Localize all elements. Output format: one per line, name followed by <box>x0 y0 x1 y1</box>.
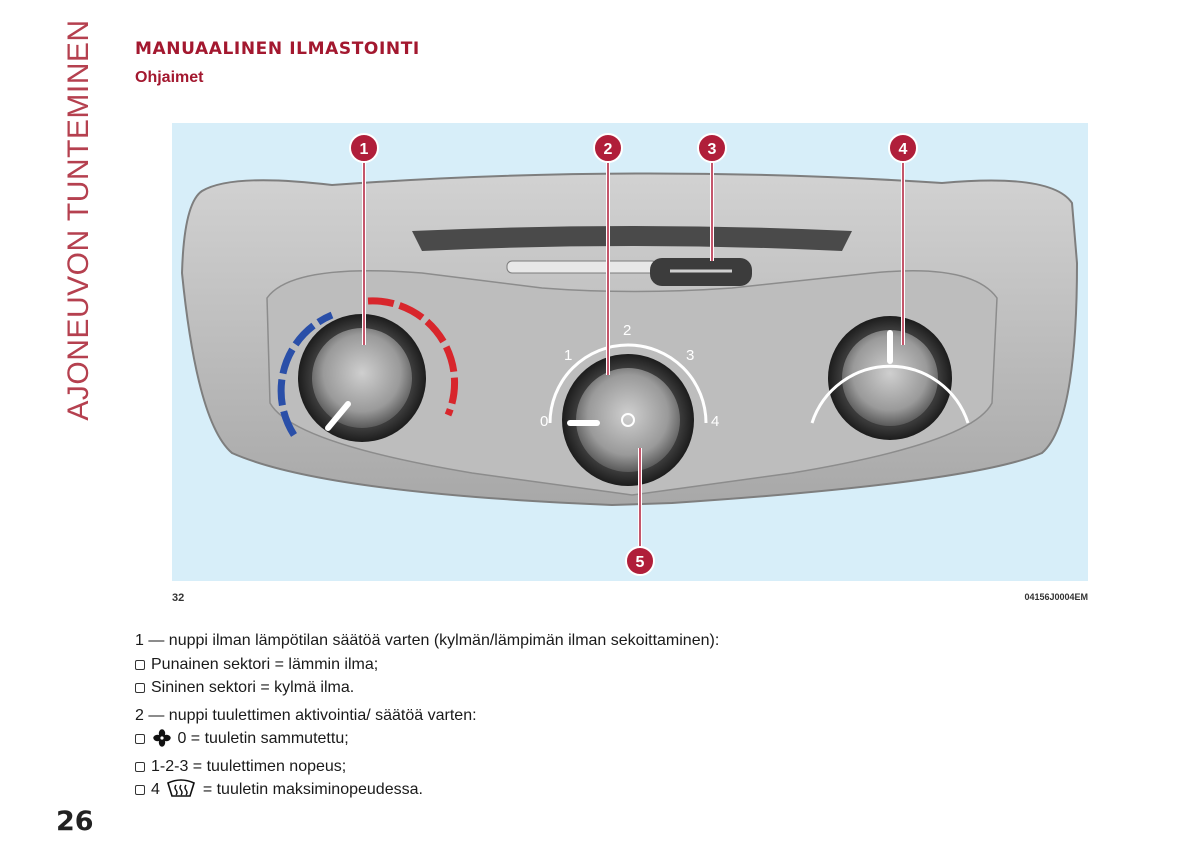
callout-3-label: 3 <box>708 141 717 158</box>
callout-4 <box>888 133 918 163</box>
list-item: Punainen sektori = lämmin ilma; <box>135 653 1035 677</box>
callout-1 <box>349 133 379 163</box>
side-tab-label: AJONEUVON TUNTEMINEN <box>62 19 95 421</box>
callout-5 <box>625 546 655 576</box>
fan-icon <box>153 729 171 755</box>
side-tab: AJONEUVON TUNTEMINEN <box>44 19 114 420</box>
climate-control-figure: 0 1 2 3 4 1 2 3 4 <box>172 123 1088 581</box>
item-1-heading: 1 — nuppi ilman lämpötilan säätöä varten… <box>135 632 720 649</box>
callout-5-label: 5 <box>636 554 645 571</box>
subsection-title: Ohjaimet <box>135 69 204 86</box>
callout-4-label: 4 <box>899 141 908 158</box>
vent-slot <box>412 226 852 251</box>
fan-scale-4: 4 <box>711 413 719 430</box>
figure-number: 32 <box>172 592 185 604</box>
callout-3 <box>697 133 727 163</box>
callout-2 <box>593 133 623 163</box>
list-item: 1-2-3 = tuulettimen nopeus; <box>135 755 1035 779</box>
page-number: 26 <box>56 806 94 837</box>
list-item: 4 = tuuletin maksiminopeudessa. <box>135 778 1035 806</box>
callout-1-label: 1 <box>360 141 369 158</box>
fan-center-icon <box>621 413 635 427</box>
cold-sector <box>277 311 334 437</box>
section-title: MANUAALINEN ILMASTOINTI <box>135 39 420 59</box>
recirculation-slot <box>506 260 658 274</box>
item-2-heading: 2 — nuppi tuulettimen aktivointia/ säätö… <box>135 706 477 724</box>
fan-scale-0: 0 <box>540 413 548 430</box>
bullet-icon <box>135 761 145 772</box>
control-descriptions: 1 — nuppi ilman lämpötilan säätöä varten… <box>135 629 1035 806</box>
bullet-icon <box>135 683 145 693</box>
warm-sector <box>367 297 458 417</box>
list-item: Sininen sektori = kylmä ilma. <box>135 676 1035 700</box>
figure-code: 04156J0004EM <box>1024 592 1088 602</box>
fan-scale-3: 3 <box>686 347 694 364</box>
list-item: 0 = tuuletin sammutettu; <box>135 727 1035 755</box>
bullet-icon <box>135 734 145 744</box>
callout-2-label: 2 <box>604 141 613 158</box>
fan-scale-1: 1 <box>564 347 572 364</box>
fan-scale-2: 2 <box>623 322 631 339</box>
bullet-icon <box>135 785 145 795</box>
windscreen-defrost-icon <box>166 778 196 806</box>
bullet-icon <box>135 659 145 670</box>
